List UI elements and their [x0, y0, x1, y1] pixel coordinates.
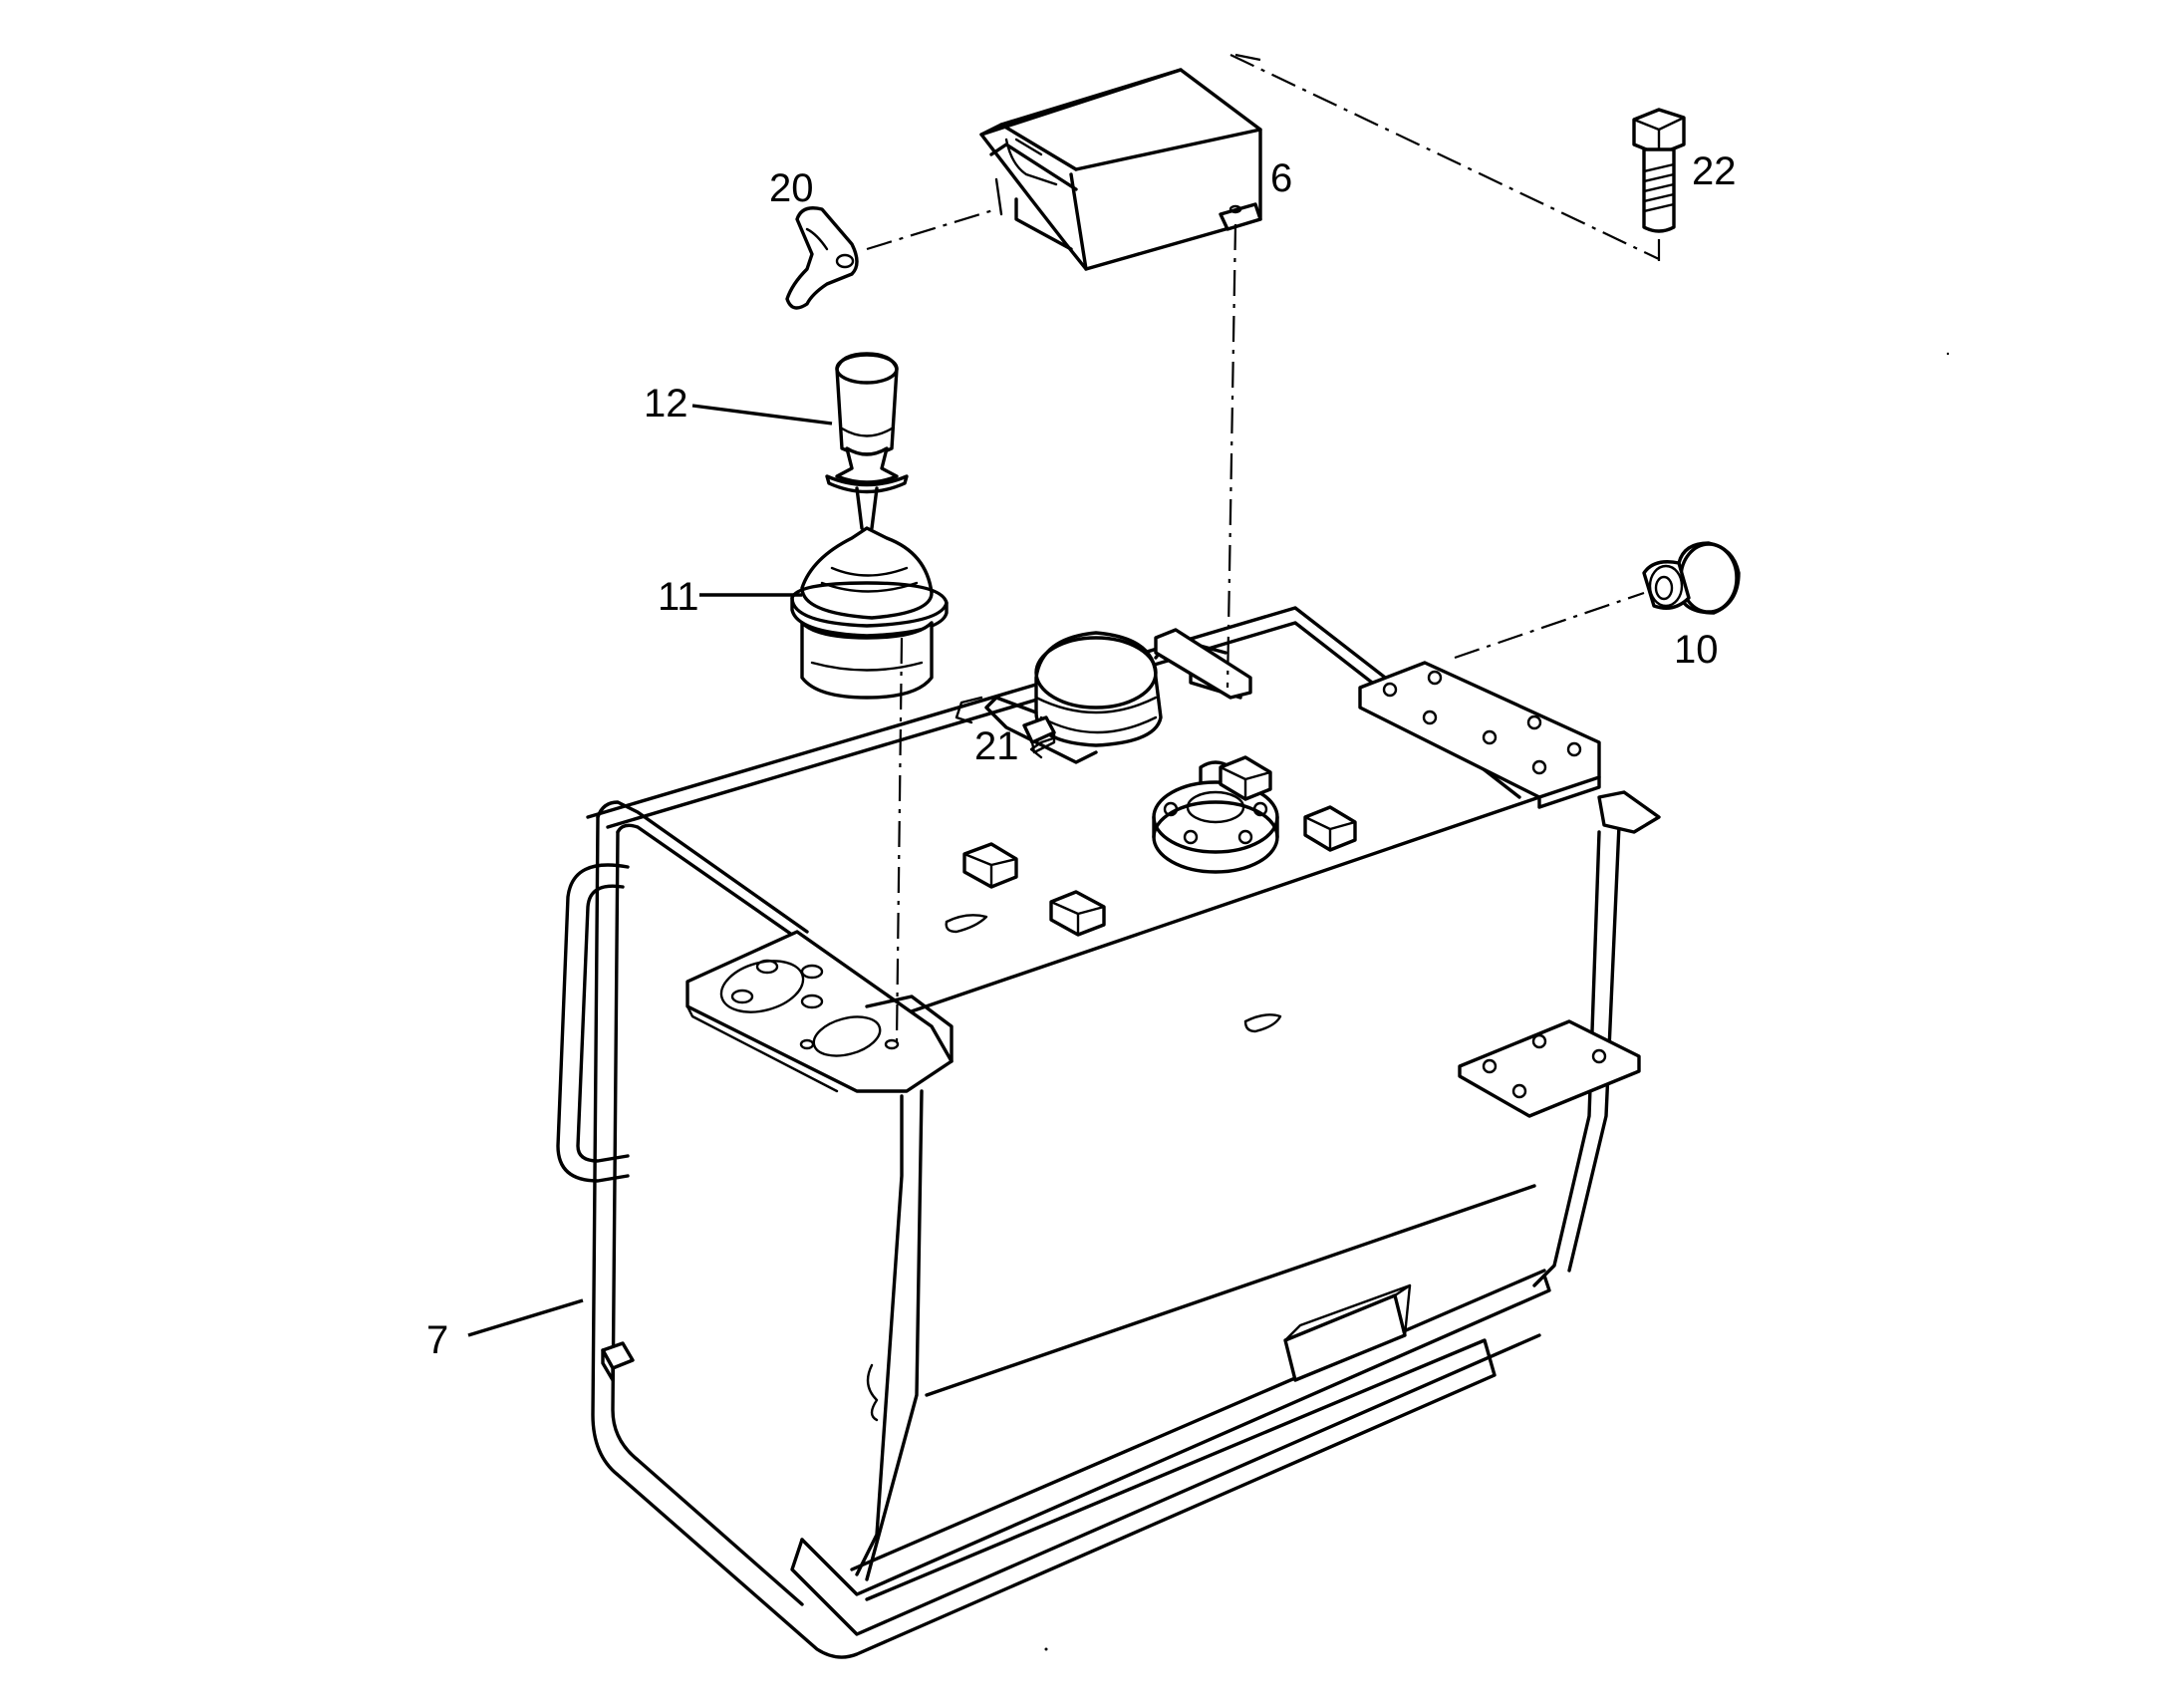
bolt-part-22	[1632, 108, 1686, 233]
wing-nut-part-20	[785, 206, 859, 310]
callout-22: 22	[1692, 149, 1737, 193]
speck-mark	[1044, 1647, 1048, 1651]
callout-11: 11	[658, 575, 699, 619]
joystick-valve-part-11	[790, 486, 949, 700]
callout-21: 21	[974, 724, 1019, 768]
hydraulic-tank	[586, 606, 1621, 1659]
callout-6: 6	[1270, 156, 1292, 200]
connector-part-21	[1022, 715, 1056, 754]
callout-7: 7	[426, 1318, 448, 1362]
left-mounting-flange	[685, 930, 954, 1093]
cover-part-6	[979, 68, 1262, 271]
leader-lines	[467, 404, 833, 1337]
tank-handle	[556, 863, 630, 1183]
callout-10: 10	[1674, 628, 1719, 672]
plug-part-10	[1642, 541, 1741, 615]
joystick-knob-part-12	[825, 352, 909, 494]
assembly-lines	[866, 53, 1661, 1042]
tank-top-fittings	[955, 628, 1357, 937]
callout-labels: 6 7 10 11 12 20 21 22	[426, 149, 1737, 1362]
callout-20: 20	[769, 166, 814, 210]
callout-12: 12	[644, 382, 688, 426]
right-mounting-plates	[1358, 661, 1661, 1118]
speck-mark	[1946, 352, 1950, 356]
